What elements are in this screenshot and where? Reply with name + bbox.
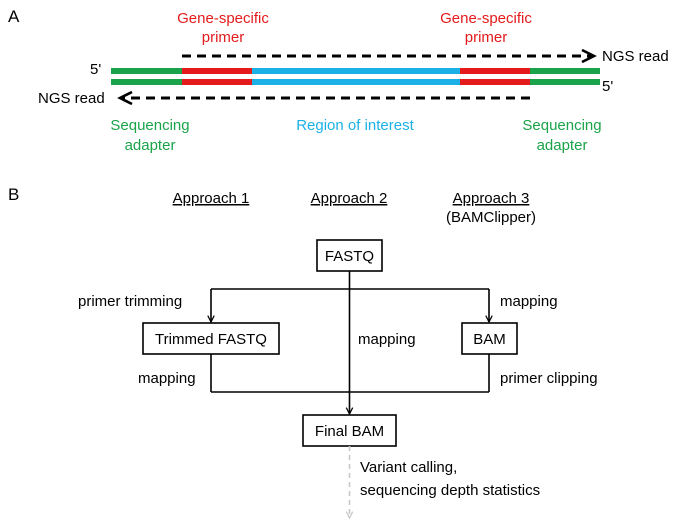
trimmed-fastq-box	[142, 322, 280, 355]
panel-b-label: B	[8, 185, 19, 204]
region-of-interest-label: Region of interest	[296, 117, 414, 134]
variant-calling-label-line1: Variant calling,	[360, 459, 457, 476]
five-prime-top: 5'	[90, 61, 101, 78]
strand-top-adapter-right	[530, 68, 600, 74]
strand-top-adapter-left	[111, 68, 182, 74]
primer-trimming-label: primer trimming	[78, 293, 182, 310]
bam-label: BAM	[473, 331, 506, 348]
strand-bottom-adapter-right	[530, 79, 600, 85]
trimmed-fastq-label: Trimmed FASTQ	[155, 331, 267, 348]
primer-right-label-line1: Gene-specific	[440, 10, 532, 27]
variant-calling-label-line2: sequencing depth statistics	[360, 482, 540, 499]
panel-a-label: A	[8, 7, 20, 26]
primer-left-label-line2: primer	[202, 29, 245, 46]
ngs-read-label-top: NGS read	[602, 48, 669, 65]
adapter-left-label-line1: Sequencing	[110, 117, 189, 134]
strand-top-region	[252, 68, 460, 74]
five-prime-bottom: 5'	[602, 78, 613, 95]
strand-top-primer-right	[460, 68, 530, 74]
ngs-read-arrowhead-top	[581, 48, 597, 64]
final-bam-label: Final BAM	[315, 423, 384, 440]
strand-bottom-primer-left	[182, 79, 252, 85]
dna-strand-top	[111, 68, 600, 74]
primer-right-label-line2: primer	[465, 29, 508, 46]
dna-strand-bottom	[111, 79, 600, 85]
mapping-right-label: mapping	[500, 293, 558, 310]
adapter-right-label-line2: adapter	[537, 137, 588, 154]
primer-clipping-label: primer clipping	[500, 370, 598, 387]
ngs-read-label-bottom: NGS read	[38, 90, 105, 107]
bam-box	[461, 322, 518, 355]
approach1-header: Approach 1	[173, 190, 250, 207]
mapping-center-label: mapping	[358, 331, 416, 348]
primer-left-label-line1: Gene-specific	[177, 10, 269, 27]
fastq-box	[316, 239, 383, 272]
approach3-header: Approach 3	[453, 190, 530, 207]
adapter-left-label-line2: adapter	[125, 137, 176, 154]
approach3-subheader: (BAMClipper)	[446, 209, 536, 226]
strand-top-primer-left	[182, 68, 252, 74]
strand-bottom-region	[252, 79, 460, 85]
adapter-right-label-line1: Sequencing	[522, 117, 601, 134]
fastq-label: FASTQ	[325, 248, 374, 265]
mapping-left-label: mapping	[138, 370, 196, 387]
strand-bottom-adapter-left	[111, 79, 182, 85]
strand-bottom-primer-right	[460, 79, 530, 85]
approach2-header: Approach 2	[311, 190, 388, 207]
ngs-read-arrowhead-bottom	[117, 90, 133, 106]
